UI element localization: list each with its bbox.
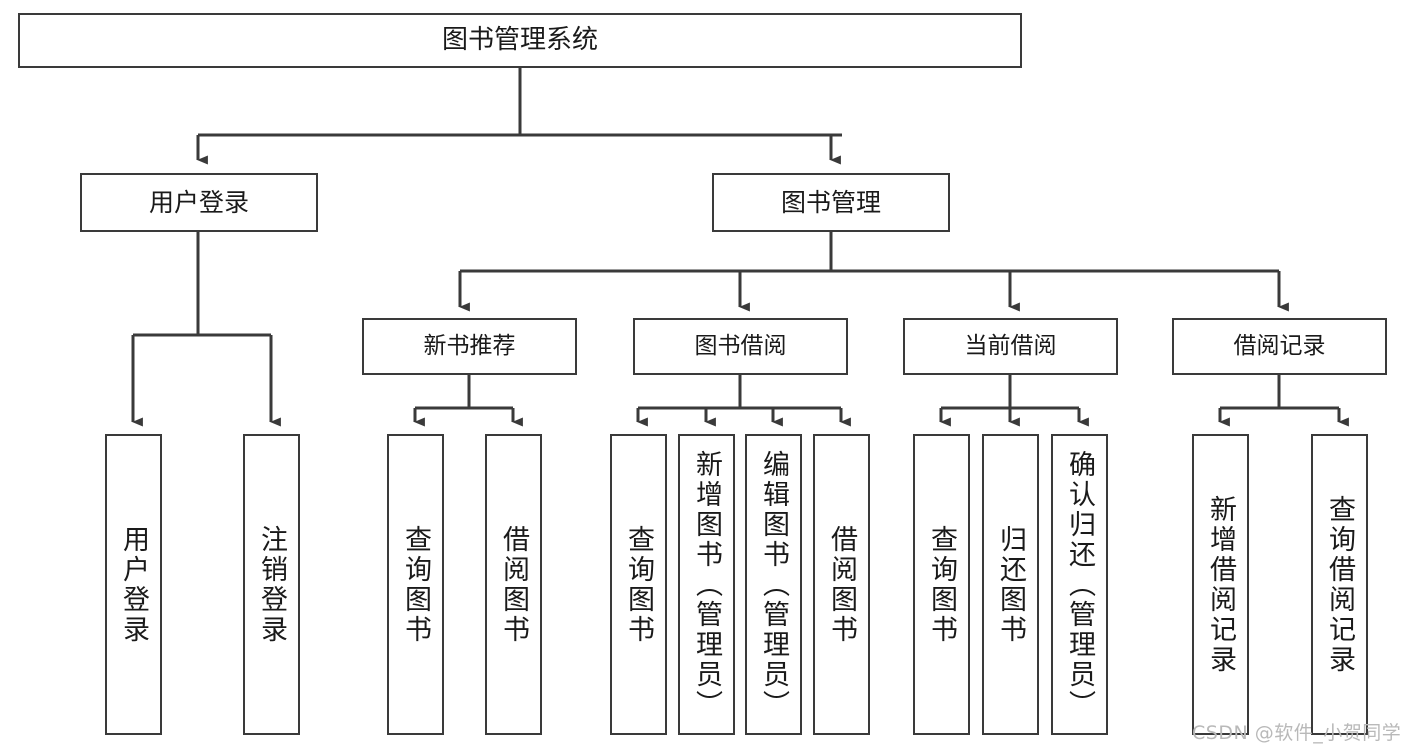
node-new-book-recommend[interactable]: 新书推荐 <box>362 318 577 375</box>
node-label: 确认归还（管理员） <box>1064 449 1095 720</box>
leaf-current-return-book[interactable]: 归还图书 <box>982 434 1039 735</box>
leaf-user-login[interactable]: 用户登录 <box>105 434 162 735</box>
leaf-recommend-query-book[interactable]: 查询图书 <box>387 434 444 735</box>
node-label: 查询图书 <box>926 524 957 645</box>
node-label: 注销登录 <box>256 524 287 645</box>
node-label: 用户登录 <box>148 187 249 217</box>
node-label: 借阅记录 <box>1233 333 1326 360</box>
leaf-record-query-record[interactable]: 查询借阅记录 <box>1311 434 1368 735</box>
node-book-borrow[interactable]: 图书借阅 <box>633 318 848 375</box>
node-label: 查询图书 <box>400 524 431 645</box>
node-user-login[interactable]: 用户登录 <box>80 173 318 232</box>
node-label: 新增借阅记录 <box>1205 494 1236 675</box>
leaf-borrow-edit-book-admin[interactable]: 编辑图书（管理员） <box>745 434 802 735</box>
node-label: 用户登录 <box>118 524 149 645</box>
leaf-current-query-book[interactable]: 查询图书 <box>913 434 970 735</box>
node-current-borrow[interactable]: 当前借阅 <box>903 318 1118 375</box>
node-label: 图书管理系统 <box>441 25 598 56</box>
node-label: 编辑图书（管理员） <box>758 449 789 720</box>
node-label: 查询借阅记录 <box>1324 494 1355 675</box>
leaf-record-add-record[interactable]: 新增借阅记录 <box>1192 434 1249 735</box>
leaf-current-confirm-return-admin[interactable]: 确认归还（管理员） <box>1051 434 1108 735</box>
csdn-watermark: CSDN @软件_小贺同学 <box>1192 722 1402 744</box>
node-root-system[interactable]: 图书管理系统 <box>18 13 1022 68</box>
leaf-borrow-borrow-book[interactable]: 借阅图书 <box>813 434 870 735</box>
node-label: 图书借阅 <box>694 333 787 360</box>
leaf-borrow-add-book-admin[interactable]: 新增图书（管理员） <box>678 434 735 735</box>
node-label: 归还图书 <box>995 524 1026 645</box>
leaf-user-logout[interactable]: 注销登录 <box>243 434 300 735</box>
node-label: 借阅图书 <box>498 524 529 645</box>
leaf-recommend-borrow-book[interactable]: 借阅图书 <box>485 434 542 735</box>
node-label: 新书推荐 <box>423 333 516 360</box>
node-label: 借阅图书 <box>826 524 857 645</box>
node-label: 图书管理 <box>780 187 881 217</box>
node-label: 新增图书（管理员） <box>691 449 722 720</box>
leaf-borrow-query-book[interactable]: 查询图书 <box>610 434 667 735</box>
node-label: 查询图书 <box>623 524 654 645</box>
node-borrow-record[interactable]: 借阅记录 <box>1172 318 1387 375</box>
node-book-management[interactable]: 图书管理 <box>712 173 950 232</box>
node-label: 当前借阅 <box>964 333 1057 360</box>
